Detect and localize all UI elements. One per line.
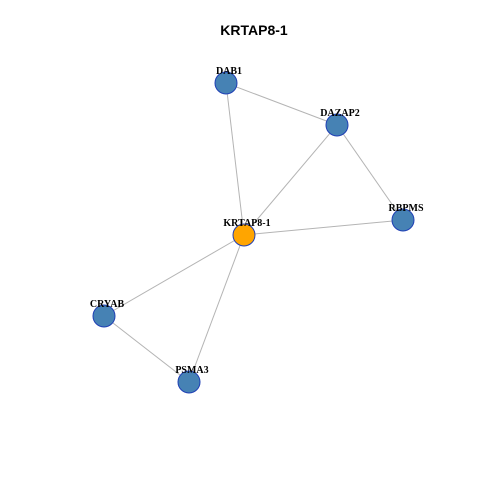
node-label-dazap2: DAZAP2 (320, 108, 359, 119)
edge-dab1-krtap8-1 (225, 82, 245, 236)
edge-cryab-psma3 (103, 315, 190, 383)
node-krtap8-1[interactable]: KRTAP8-1 (223, 218, 271, 247)
edge-krtap8-1-rbpms (243, 219, 404, 236)
edge-krtap8-1-psma3 (188, 234, 245, 383)
node-circle-psma3[interactable] (177, 370, 201, 394)
edge-krtap8-1-cryab (103, 234, 245, 317)
node-dab1[interactable]: DAB1 (214, 66, 242, 95)
node-label-psma3: PSMA3 (175, 365, 208, 376)
edge-layer (103, 82, 404, 383)
node-label-rbpms: RBPMS (389, 203, 424, 214)
node-label-cryab: CRYAB (90, 299, 125, 310)
edge-dazap2-rbpms (336, 124, 404, 221)
node-circle-cryab[interactable] (92, 304, 116, 328)
node-label-dab1: DAB1 (216, 66, 242, 77)
node-rbpms[interactable]: RBPMS (389, 203, 424, 232)
node-circle-dazap2[interactable] (325, 113, 349, 137)
node-cryab[interactable]: CRYAB (90, 299, 125, 328)
graph-title: KRTAP8-1 (220, 22, 288, 38)
edge-dab1-dazap2 (225, 82, 338, 126)
node-circle-rbpms[interactable] (391, 208, 415, 232)
node-psma3[interactable]: PSMA3 (175, 365, 209, 394)
node-dazap2[interactable]: DAZAP2 (320, 108, 360, 137)
node-circle-dab1[interactable] (214, 71, 238, 95)
node-circle-krtap8-1[interactable] (232, 223, 256, 247)
node-label-krtap8-1: KRTAP8-1 (223, 218, 270, 229)
edge-dazap2-krtap8-1 (243, 124, 338, 236)
